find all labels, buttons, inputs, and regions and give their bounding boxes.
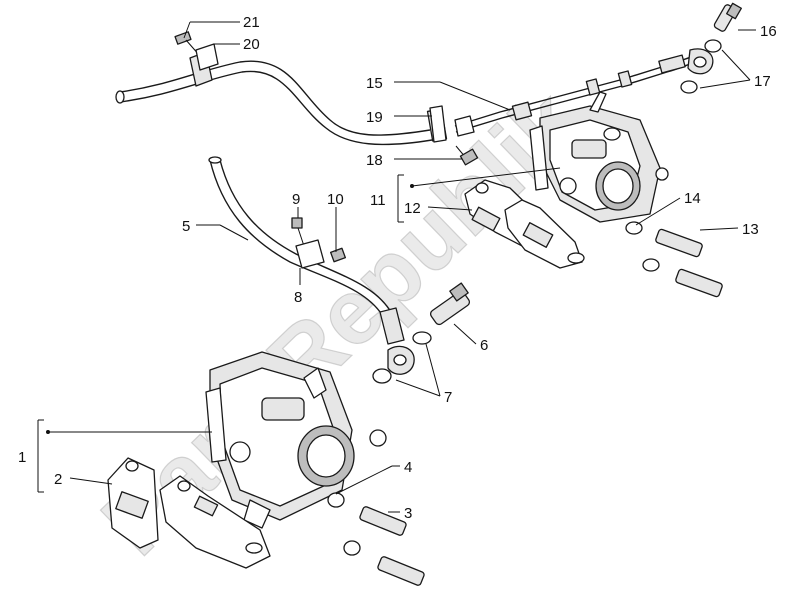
callout-8: 8 [294,289,302,306]
callout-14: 14 [684,190,701,207]
brake-pads-12 [464,179,585,269]
callout-3: 3 [404,505,412,522]
callout-12: 12 [404,200,421,217]
callout-13: 13 [742,221,759,238]
washers-14 [625,221,660,272]
callout-9: 9 [292,191,300,208]
brake-hose-upper [115,51,448,146]
bolts-13 [655,228,723,298]
brake-caliper-lower [205,351,387,529]
brake-caliper-upper [529,91,669,223]
callout-20: 20 [243,36,260,53]
clip-19 [429,105,447,143]
banjo-fitting-7 [372,331,432,384]
clamp-8 [295,239,325,269]
bolt-6 [429,282,471,326]
callout-16: 16 [760,23,777,40]
banjo-fitting-17 [680,39,722,94]
callout-18: 18 [366,152,383,169]
screw-9 [291,217,305,247]
callout-10: 10 [327,191,344,208]
callout-15: 15 [366,75,383,92]
callout-5: 5 [182,218,190,235]
bolts-3 [359,506,425,586]
callout-1: 1 [18,449,26,466]
bolt-18 [455,145,479,166]
clamp-20 [195,43,219,71]
callout-2: 2 [54,471,62,488]
callout-6: 6 [480,337,488,354]
brake-hose-lower [208,156,405,345]
callout-17: 17 [754,73,771,90]
callout-7: 7 [444,389,452,406]
callout-4: 4 [404,459,412,476]
callout-labels: 21 20 16 17 15 19 18 11 12 14 13 9 10 5 … [18,14,777,522]
leader-lines [37,21,756,513]
bolt-16 [713,2,742,32]
callout-19: 19 [366,109,383,126]
washers-4 [327,492,361,556]
callout-11: 11 [370,192,386,209]
brake-pads-2 [107,457,271,569]
callout-21: 21 [243,14,260,31]
